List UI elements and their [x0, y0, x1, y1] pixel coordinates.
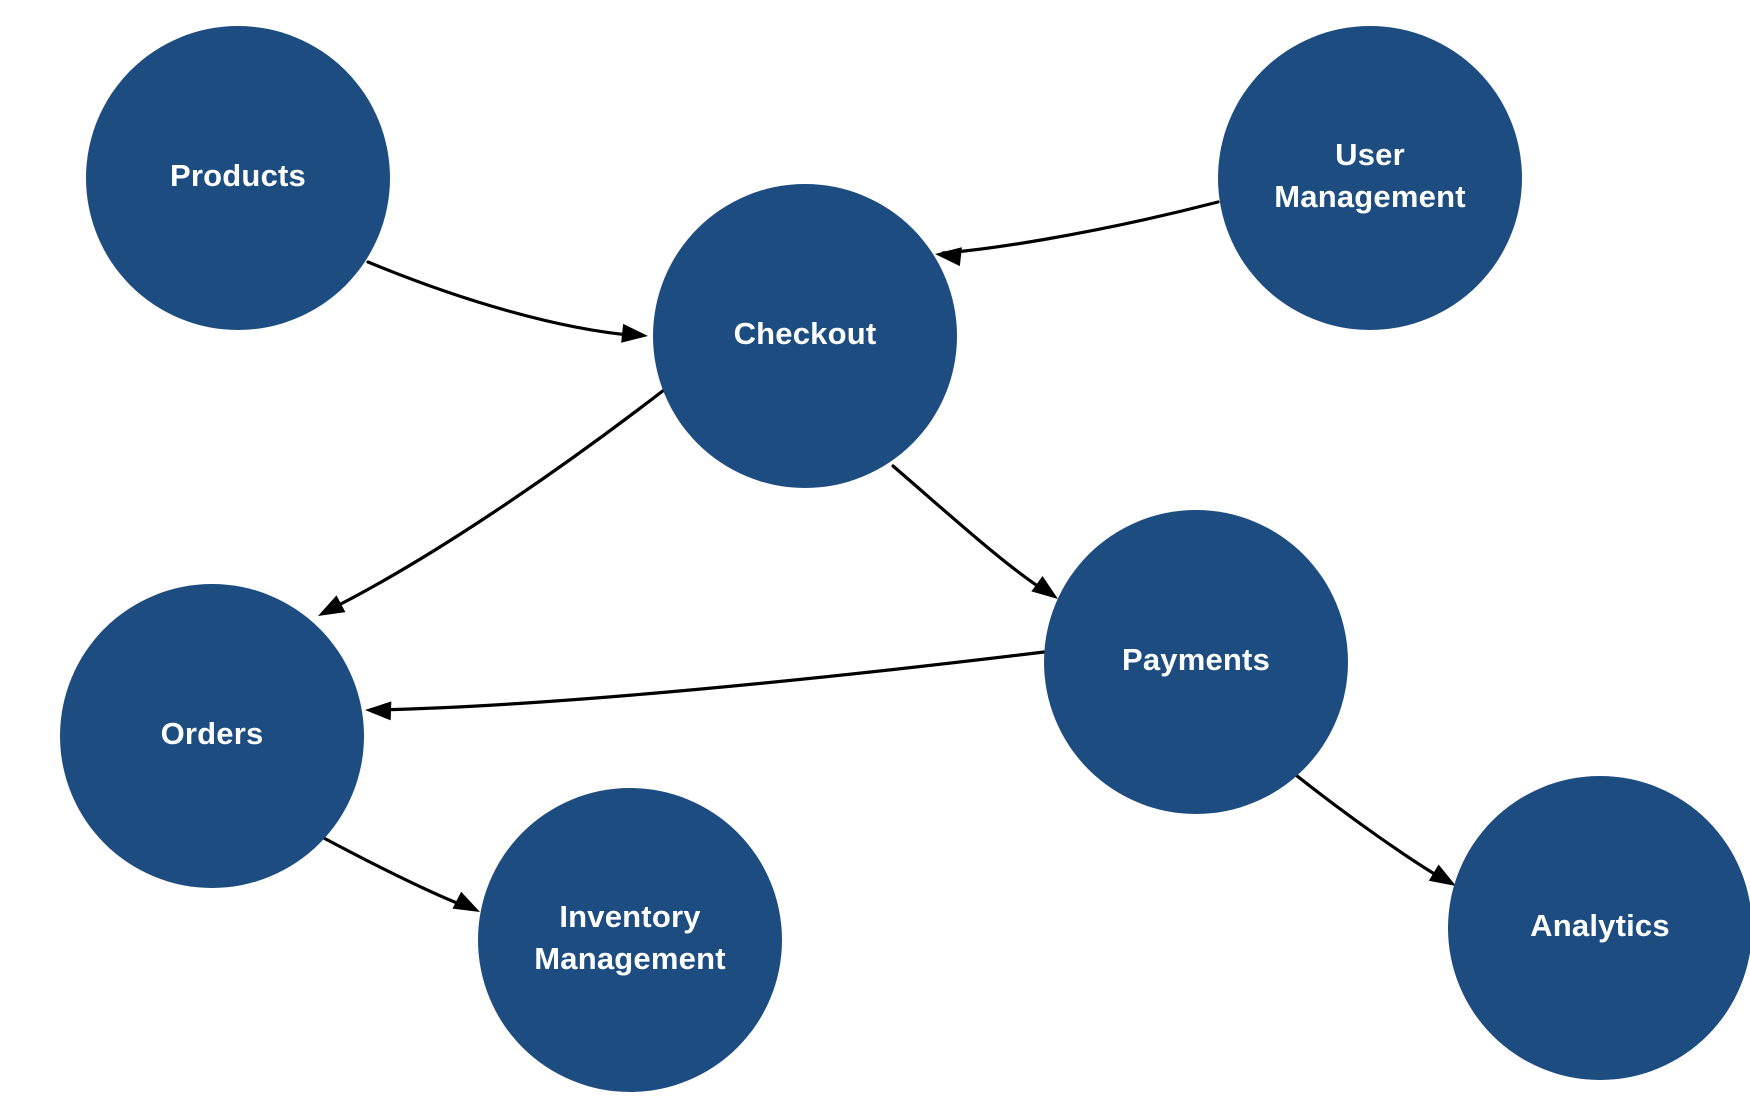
arrowhead-icon: [621, 323, 648, 343]
arrowhead-icon: [365, 701, 392, 721]
edges-layer: [318, 200, 1456, 912]
edge-orders-to-inventory-management: [318, 834, 480, 912]
node-circle[interactable]: [86, 26, 390, 330]
edge-payments-to-analytics: [1290, 770, 1456, 886]
node-analytics[interactable]: Analytics: [1448, 776, 1750, 1080]
arrowhead-icon: [1428, 864, 1456, 886]
node-checkout[interactable]: Checkout: [653, 184, 957, 488]
node-circle[interactable]: [1218, 26, 1522, 330]
arrowhead-icon: [935, 247, 962, 267]
arrowhead-icon: [318, 595, 346, 616]
edge-checkout-to-orders: [318, 388, 666, 616]
edge-products-to-checkout: [366, 260, 648, 343]
node-circle[interactable]: [60, 584, 364, 888]
edge-user-management-to-checkout: [935, 200, 1220, 267]
edge-line: [941, 200, 1220, 255]
node-circle[interactable]: [653, 184, 957, 488]
edge-checkout-to-payments: [891, 464, 1058, 599]
node-orders[interactable]: Orders: [60, 584, 364, 888]
node-payments[interactable]: Payments: [1044, 510, 1348, 814]
node-circle[interactable]: [478, 788, 782, 1092]
edge-line: [891, 464, 1052, 596]
node-products[interactable]: Products: [86, 26, 390, 330]
edge-line: [318, 834, 474, 911]
node-circle[interactable]: [1044, 510, 1348, 814]
edge-line: [366, 260, 642, 338]
edge-line: [373, 650, 1046, 712]
node-circle[interactable]: [1448, 776, 1750, 1080]
arrowhead-icon: [452, 891, 480, 912]
edge-line: [1290, 770, 1450, 884]
arrowhead-icon: [1031, 576, 1058, 599]
edge-payments-to-orders: [365, 650, 1046, 721]
edge-line: [323, 388, 666, 614]
